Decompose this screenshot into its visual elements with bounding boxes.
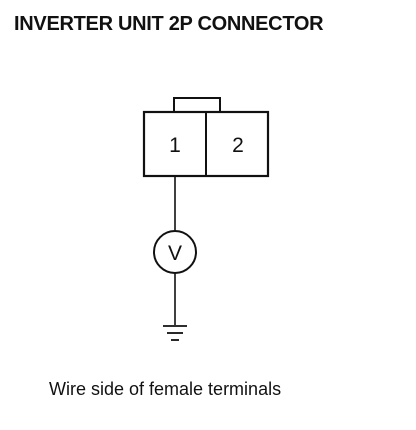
diagram-title: INVERTER UNIT 2P CONNECTOR <box>14 13 324 35</box>
connector-2p: 1 2 <box>142 97 270 178</box>
pin-2-label: 2 <box>232 134 244 157</box>
pin-1-label: 1 <box>169 134 181 157</box>
diagram-caption: Wire side of female terminals <box>49 379 281 399</box>
voltmeter-label: V <box>168 242 182 265</box>
connector-latch-tab <box>173 97 221 112</box>
voltmeter-symbol: V <box>153 230 197 274</box>
ground-icon <box>163 325 187 341</box>
